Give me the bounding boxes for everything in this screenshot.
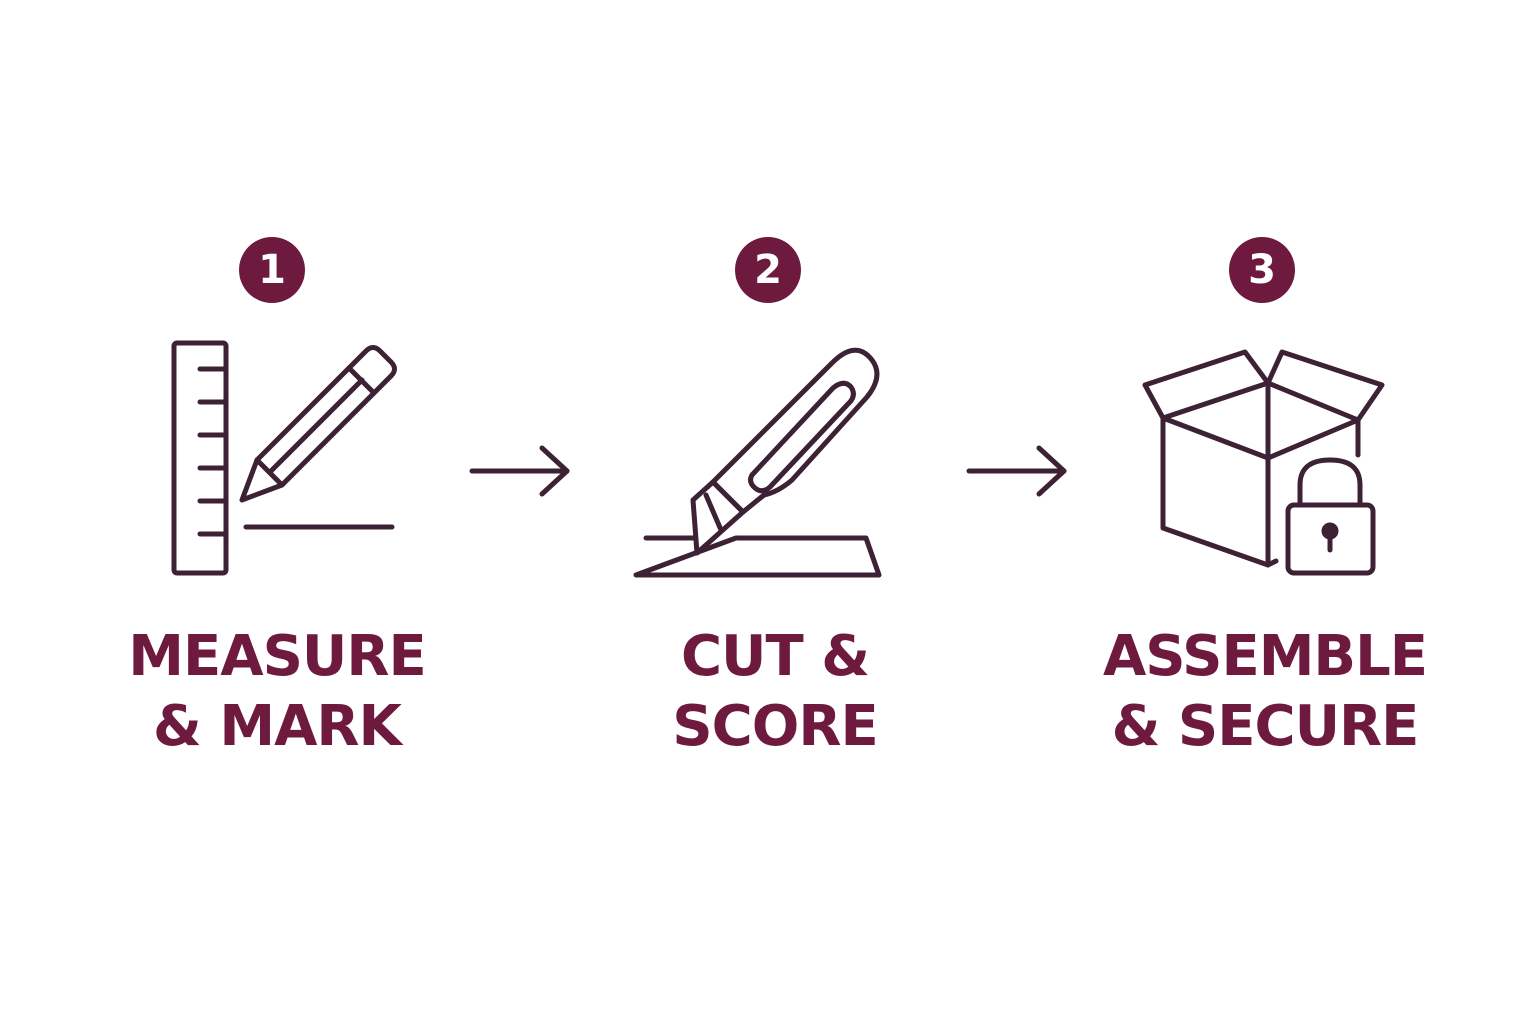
step-1-label-line-1: MEASURE — [128, 624, 427, 689]
box-front-right — [1265, 417, 1361, 461]
ruler-shape — [171, 340, 229, 576]
step-1-label: MEASURE & MARK — [67, 622, 487, 762]
step-2-number-badge: 2 — [735, 237, 801, 303]
step-3-label-line-1: ASSEMBLE — [1102, 624, 1428, 689]
ruler-pencil-icon — [171, 340, 397, 576]
knife-handle — [710, 347, 880, 515]
box-top-back — [1160, 380, 1361, 423]
box-front-left — [1160, 415, 1271, 568]
step-2-label-line-1: CUT & — [680, 624, 870, 689]
step-3-number-badge: 3 — [1229, 237, 1295, 303]
step-2-label: CUT & SCORE — [565, 622, 985, 762]
pencil-body — [239, 345, 397, 503]
knife-blade-score — [703, 492, 724, 533]
pencil-body-line — [267, 377, 365, 475]
box-flap-left — [1142, 349, 1271, 421]
box-lock-icon — [1142, 349, 1385, 576]
step-3-label-line-2: & SECURE — [1111, 694, 1420, 759]
step-1-label-line-2: & MARK — [153, 694, 402, 759]
knife-slider-slot — [748, 380, 856, 494]
arrow-right-icon — [469, 445, 570, 497]
padlock-shackle — [1297, 457, 1363, 508]
arrow-right-icon — [966, 445, 1067, 497]
box-edge — [1265, 558, 1279, 568]
padlock-body — [1285, 502, 1376, 576]
utility-knife-icon — [633, 347, 882, 578]
box-flap-right — [1265, 349, 1385, 423]
cutting-board — [633, 535, 882, 578]
step-2-label-line-2: SCORE — [672, 694, 878, 759]
step-3-label: ASSEMBLE & SECURE — [1055, 622, 1475, 762]
pencil-cone-line — [254, 457, 285, 488]
step-1-number-badge: 1 — [239, 237, 305, 303]
